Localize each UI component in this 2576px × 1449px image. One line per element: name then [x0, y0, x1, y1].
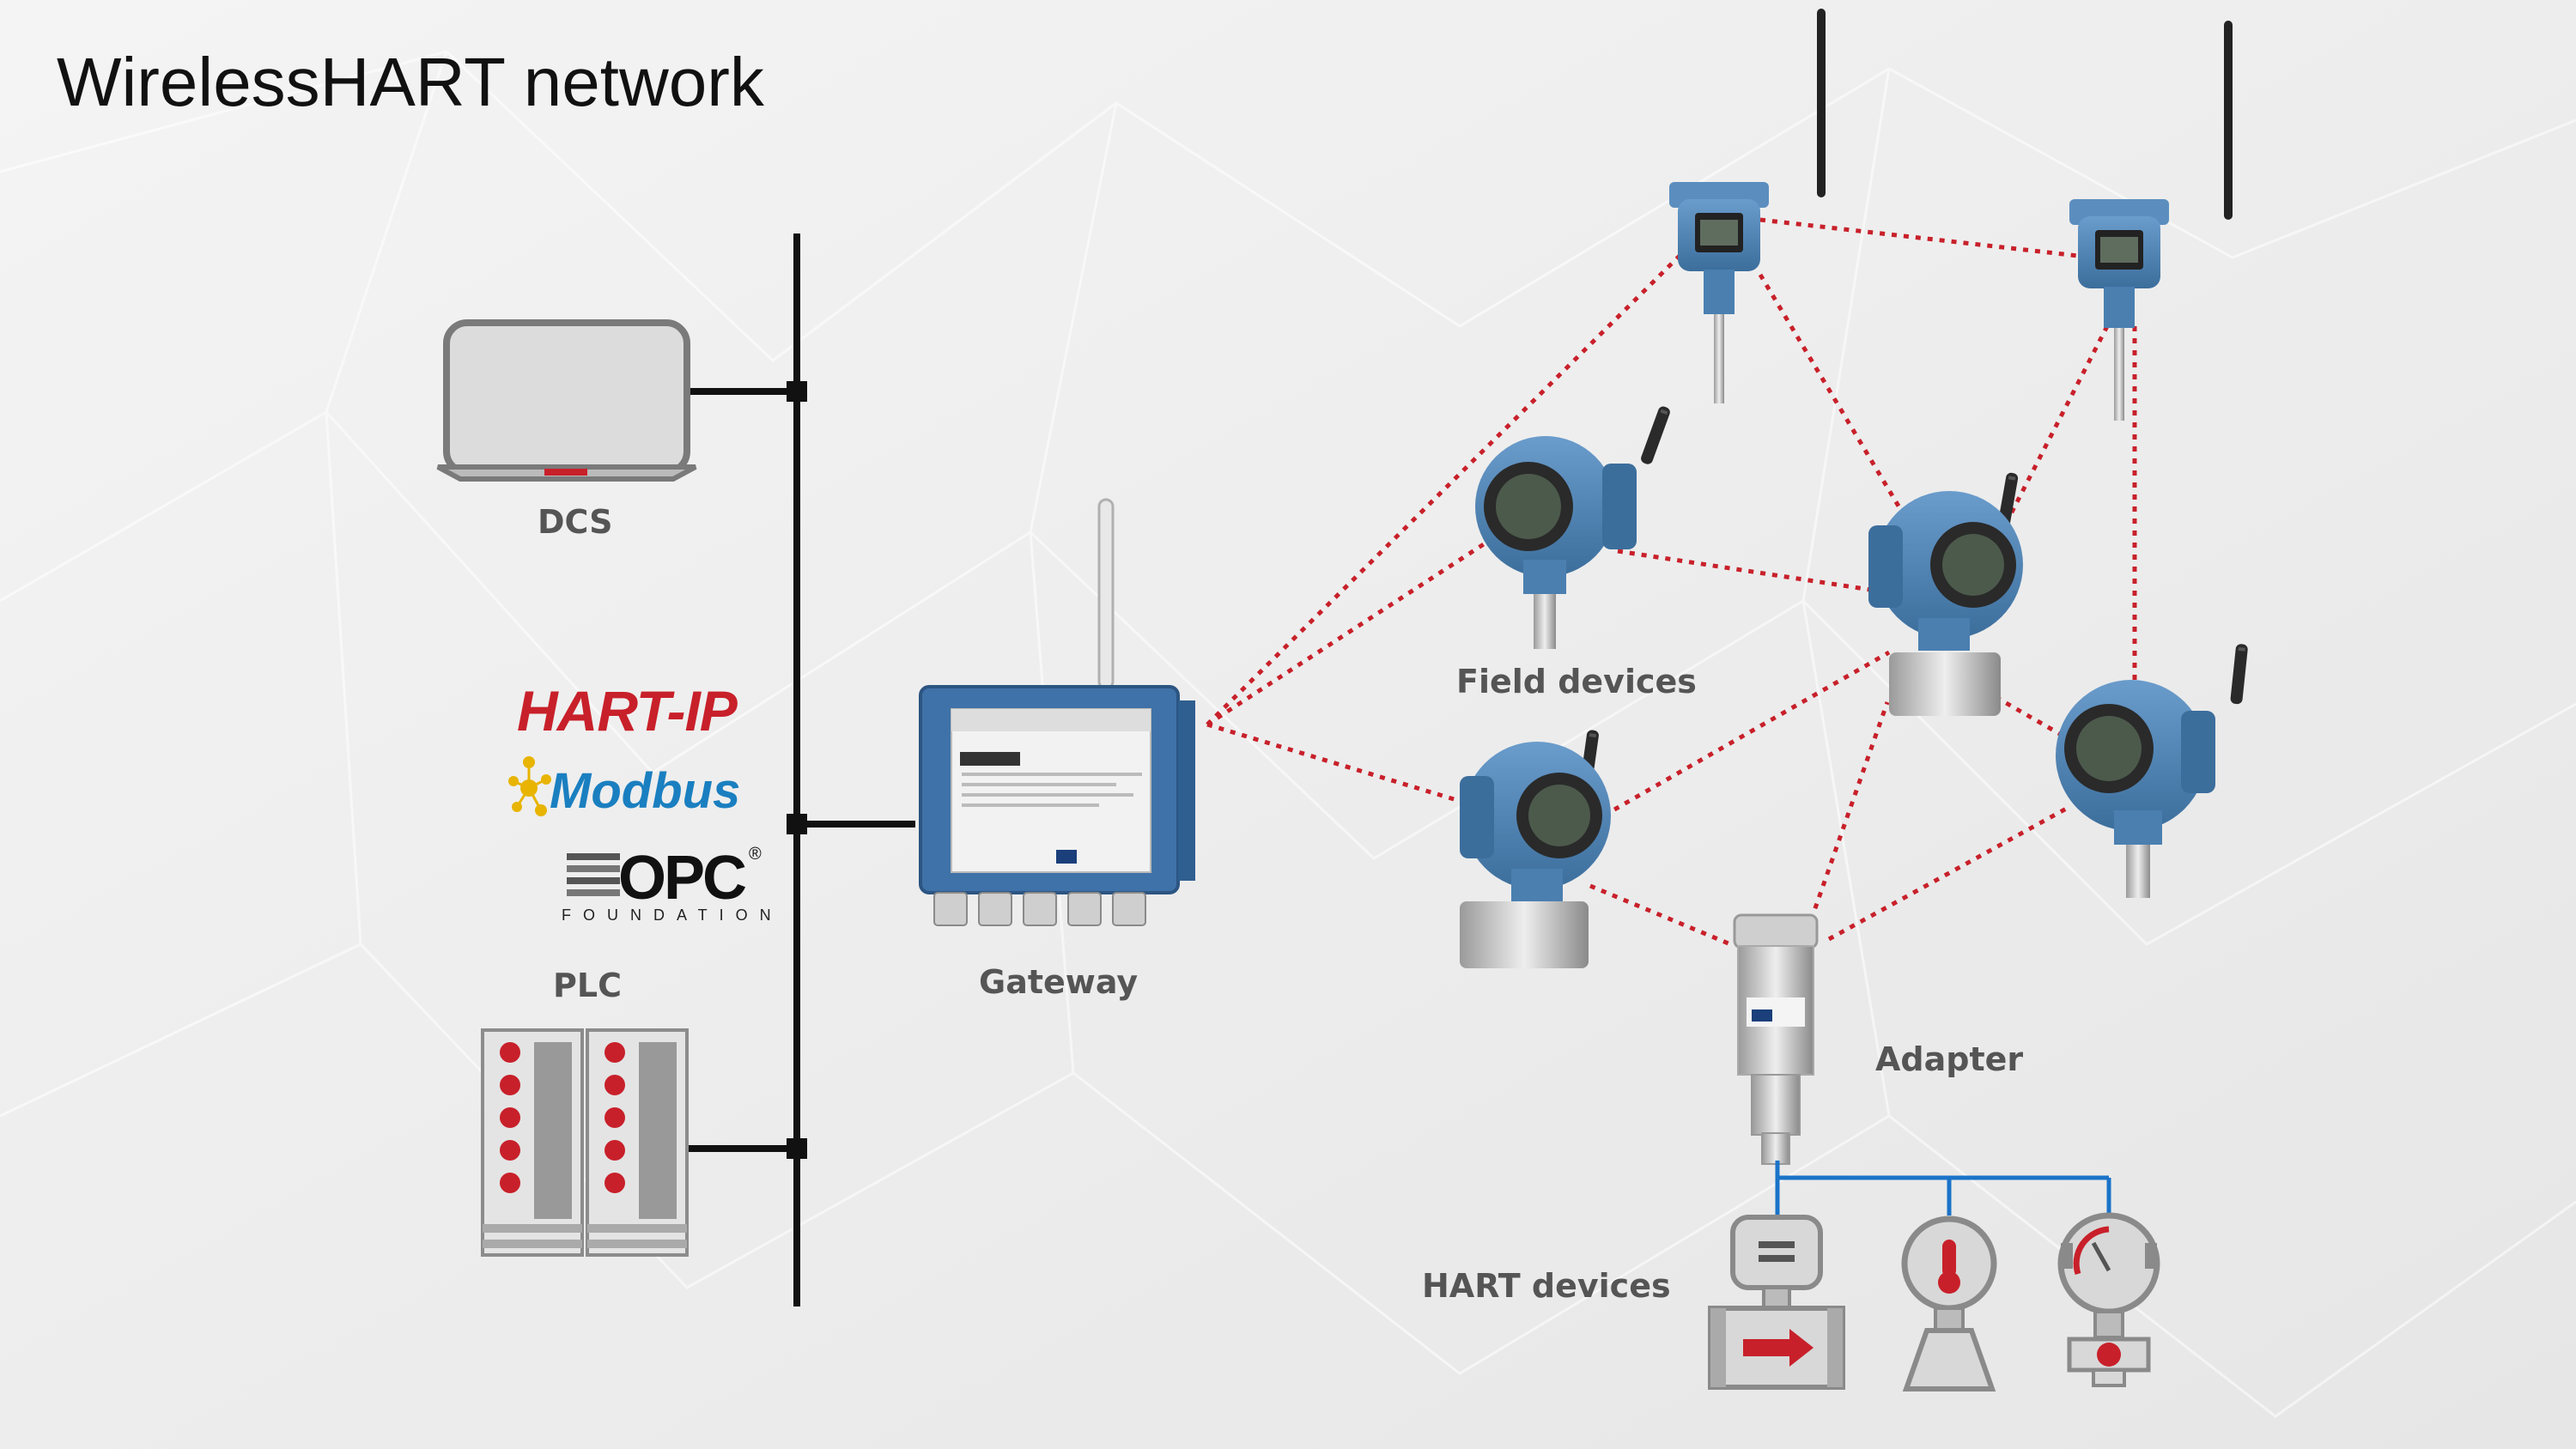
field-device-top-right [2069, 21, 2233, 421]
hart-wired-links [1775, 1161, 2111, 1216]
gateway-box-icon [919, 498, 1195, 926]
field-device-center [1868, 471, 2023, 716]
pressure-gauge-icon [2057, 1212, 2160, 1387]
control-bus [687, 233, 915, 1307]
registered-mark: ® [749, 845, 762, 864]
hart-devices-label: HART devices [1422, 1267, 1671, 1305]
plc-rack-icon [481, 1028, 689, 1257]
bus-node [787, 1138, 807, 1159]
flow-meter-icon [1708, 1215, 1845, 1390]
wirelesshart-adapter-icon [1733, 913, 1819, 1165]
background-facets [0, 50, 2576, 1418]
gateway-label: Gateway [979, 963, 1139, 1001]
plc-rack-right [586, 1028, 689, 1257]
modbus-logo-mark [508, 756, 551, 816]
laptop-icon [436, 319, 697, 482]
field-device-mid-left [1475, 404, 1672, 649]
field-device-lower-left [1460, 729, 1611, 968]
page-title: WirelessHART network [57, 44, 764, 120]
wireless-mesh-links [1206, 217, 2137, 949]
modbus-logo: Modbus [550, 763, 741, 819]
opc-logo-mark [567, 853, 620, 896]
opc-foundation-text: FOUNDATION [562, 906, 783, 924]
field-device-top-left [1669, 9, 1826, 403]
plc-rack-left [481, 1028, 584, 1257]
opc-logo: OPC [618, 844, 747, 912]
dcs-label: DCS [538, 503, 613, 541]
field-device-right [2056, 643, 2249, 898]
bus-node [787, 814, 807, 834]
hart-ip-logo: HART-IP [517, 679, 738, 743]
gateway-cable-glands [933, 892, 1146, 926]
field-transmitter-icon [1460, 9, 2249, 968]
plc-label: PLC [553, 967, 622, 1004]
temperature-transmitter-icon [1901, 1216, 1997, 1391]
adapter-label: Adapter [1875, 1040, 2024, 1078]
field-devices-label: Field devices [1456, 663, 1697, 700]
bus-node [787, 381, 807, 402]
